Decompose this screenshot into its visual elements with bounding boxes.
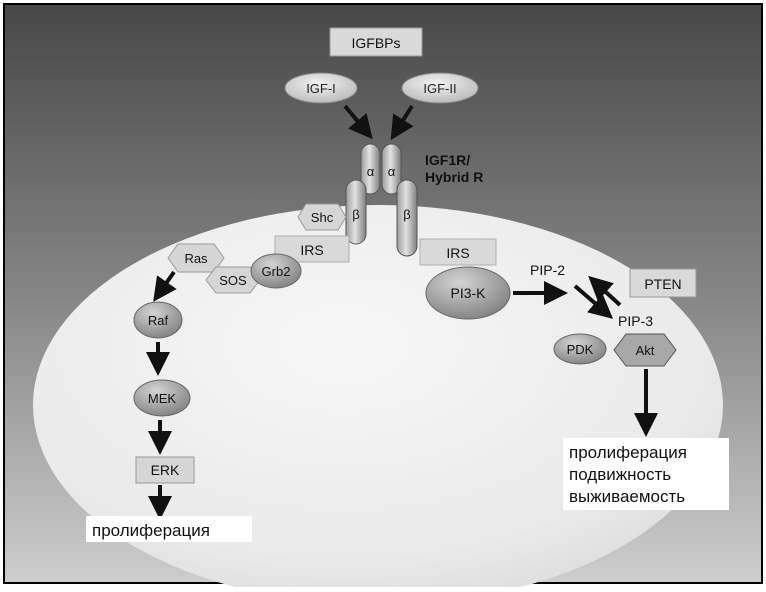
ras-node: Ras [167,243,225,273]
receptor-label-line1: IGF1R/ [425,152,470,168]
igf1-ligand: IGF-I [284,72,358,104]
mek-node: MEK [133,379,191,417]
svg-text:SOS: SOS [219,273,247,288]
raf-node: Raf [133,301,183,339]
svg-text:PTEN: PTEN [644,276,681,292]
alpha-subunit-right: α [388,164,396,179]
receptor-label-line2: Hybrid R [425,169,483,185]
arrow-ras-to-raf [153,270,177,302]
alpha-subunit-left: α [367,164,375,179]
svg-text:Akt: Akt [636,343,655,358]
svg-text:Ras: Ras [184,251,208,266]
svg-text:IRS: IRS [446,245,469,261]
sos-node: SOS [205,266,261,294]
svg-text:Raf: Raf [148,313,169,328]
pdk-node: PDK [553,333,607,365]
svg-text:PDK: PDK [567,342,594,357]
arrow-igf1-to-receptor [343,104,373,140]
pi3k-node: PI3-K [425,266,511,320]
grb2-node: Grb2 [250,253,302,289]
beta-subunit-right: β [403,207,410,222]
arrow-pip3-to-pip2 [588,275,622,307]
svg-text:MEK: MEK [148,391,177,406]
irs-right-box: IRS [419,238,497,266]
erk-box: ERK [135,456,195,484]
igf1r-receptor: α α β β [345,143,418,257]
svg-text:IRS: IRS [300,242,323,258]
svg-text:IGF-II: IGF-II [423,81,456,96]
igfbps-box: IGFBPs [329,27,423,57]
igf2-ligand: IGF-II [401,72,479,104]
svg-text:PI3-K: PI3-K [450,285,486,301]
pten-box: PTEN [629,268,697,298]
svg-text:IGF-I: IGF-I [306,81,336,96]
igfbps-label: IGFBPs [351,35,400,51]
beta-subunit-left: β [352,207,359,222]
shc-node: Shc [297,203,347,231]
pi3k-outcome-1: пролиферация [569,443,687,462]
svg-text:Shc: Shc [311,210,334,225]
pi3k-outcome-3: выживаемость [569,487,685,506]
pip3-label: PIP-3 [618,313,653,329]
svg-text:ERK: ERK [151,462,180,478]
svg-text:Grb2: Grb2 [262,264,291,279]
pip2-label: PIP-2 [530,262,565,278]
arrow-igf2-to-receptor [390,104,414,141]
mapk-outcome-proliferation: пролиферация [92,521,210,540]
akt-node: Akt [613,333,677,367]
pi3k-outcome-2: подвижность [569,465,671,484]
